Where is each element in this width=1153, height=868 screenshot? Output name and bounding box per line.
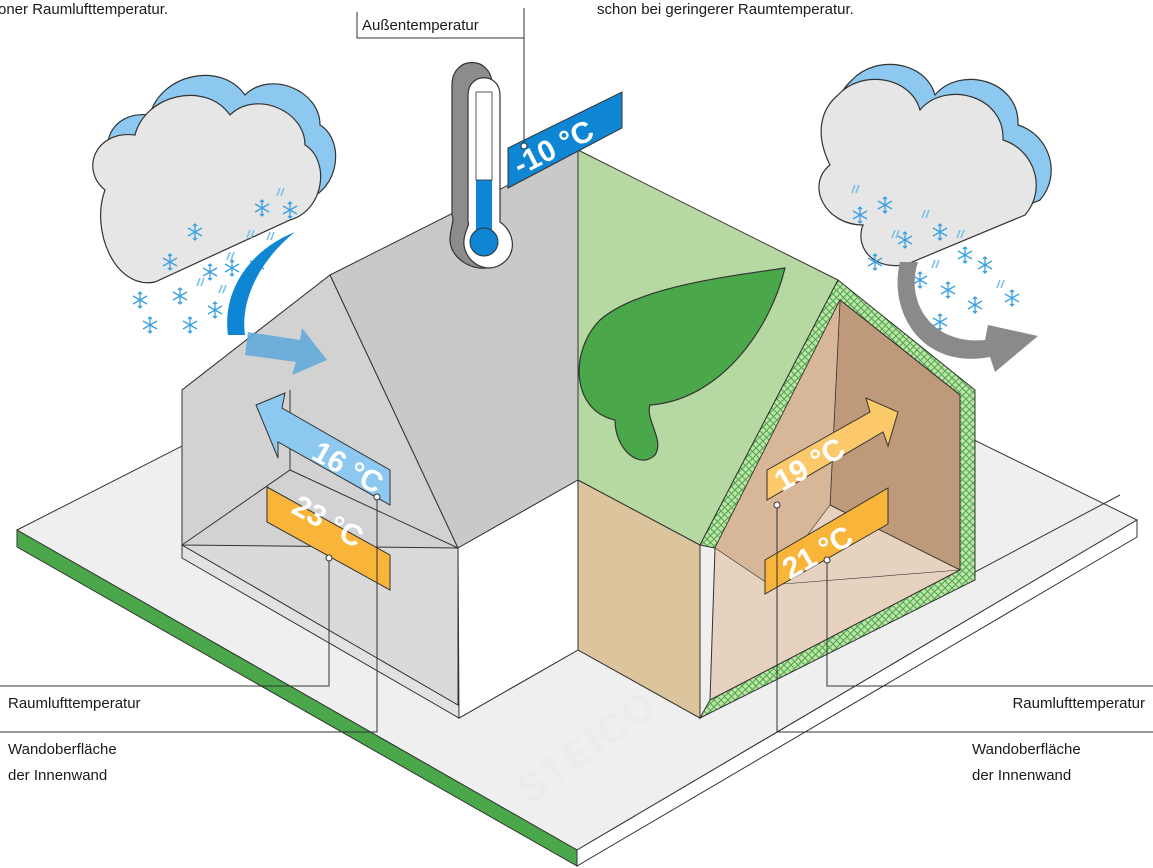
right-air-temp-sign: 21 °C (764, 487, 889, 595)
caption-top-left: oner Raumlufttemperatur. (0, 1, 168, 18)
right-wall-label-2: der Innenwand (972, 767, 1071, 784)
thermometer-icon (449, 61, 513, 269)
leader-lines (0, 497, 1153, 733)
outside-temp-label: Außentemperatur (362, 17, 479, 34)
left-wall-label-2: der Innenwand (8, 767, 107, 784)
right-air-label: Raumlufttemperatur (1012, 695, 1145, 712)
leader-dots (325, 493, 831, 564)
right-wall-label-1: Wandoberfläche (972, 741, 1081, 758)
left-air-label: Raumlufttemperatur (8, 695, 141, 712)
left-cloud (92, 74, 337, 284)
left-wall-label-1: Wandoberfläche (8, 741, 117, 758)
outside-temp-callout: Außentemperatur (356, 8, 528, 150)
deflect-arrow (897, 262, 1038, 372)
right-cloud (818, 63, 1052, 267)
leaf-icon (578, 267, 786, 461)
cold-flow-arrow (227, 232, 327, 375)
caption-top-right: schon bei geringerer Raumtemperatur. (597, 1, 854, 18)
